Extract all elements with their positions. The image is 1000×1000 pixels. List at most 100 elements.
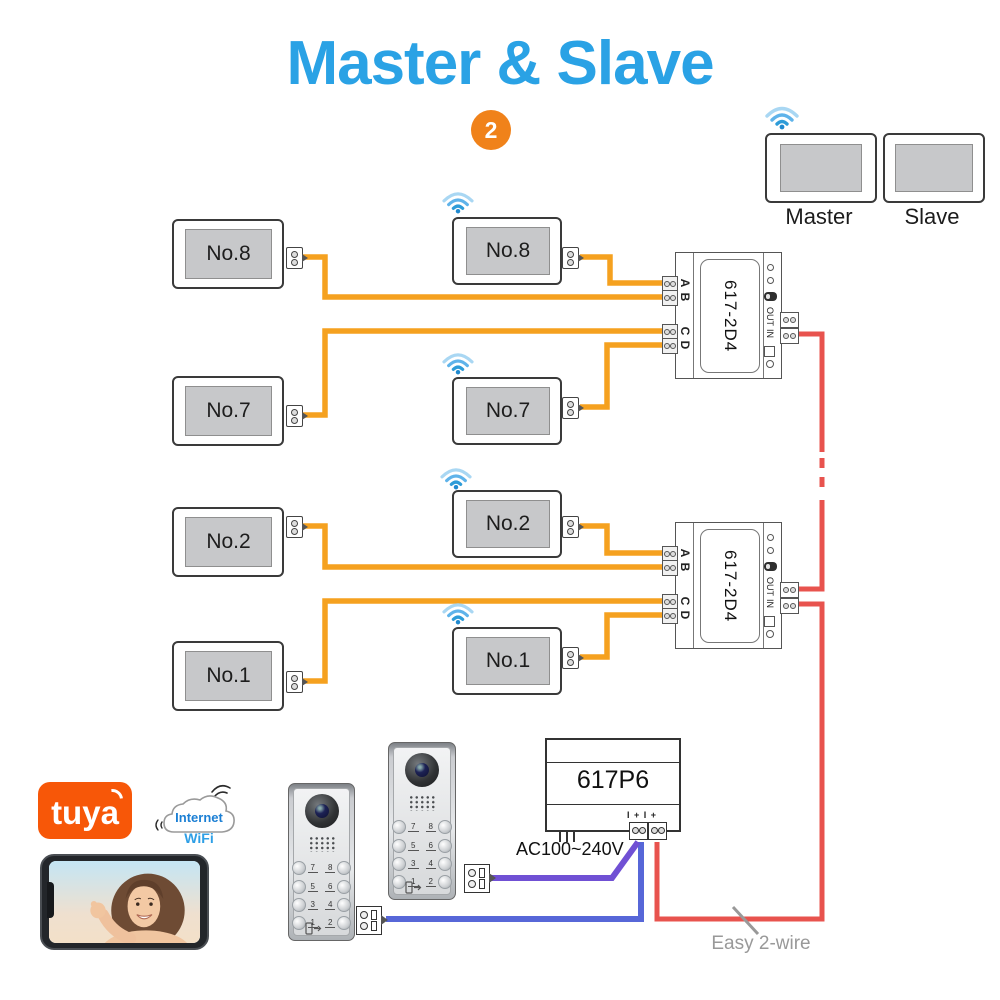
call-button: [438, 838, 452, 853]
call-button: [392, 874, 406, 889]
easy-2wire-note: Easy 2-wire: [711, 933, 811, 954]
wifi-monitor-no7: No.7: [452, 377, 562, 445]
dip-switch: [764, 562, 777, 571]
terminal-d: [662, 608, 678, 624]
cloud-shape: [163, 795, 235, 833]
master-monitor: [765, 133, 877, 203]
indicator-hole: [766, 360, 774, 368]
unit-number: 4: [325, 900, 336, 910]
out-terminal: [780, 582, 799, 598]
slave-monitor: [883, 133, 985, 203]
monitor-connector: [562, 397, 584, 419]
monitor-connector: [286, 516, 308, 538]
unit-number: 7: [307, 863, 318, 873]
internet-cloud: Internet WiFi: [150, 780, 242, 846]
model-text: 617-2D4: [721, 549, 740, 623]
speaker-grille: [308, 836, 335, 852]
connector-tail: [578, 523, 584, 531]
speaker-grille: [408, 795, 436, 811]
connector-tail: [489, 873, 496, 883]
monitor-screen-label: No.8: [466, 227, 550, 275]
psu-dc-terminal-2: [648, 822, 667, 840]
in-label: IN: [765, 599, 775, 608]
port-label-a: A: [678, 548, 692, 558]
in-terminal: [780, 598, 799, 614]
terminal-b: [662, 560, 678, 576]
page-title: Master & Slave: [286, 29, 714, 98]
port-label-d: D: [678, 340, 692, 350]
monitor-connector: [562, 247, 584, 269]
unit-number: 8: [325, 863, 336, 873]
wifi-label: WiFi: [184, 830, 214, 846]
monitor-screen-label: No.2: [466, 500, 550, 548]
divider: [763, 523, 764, 648]
indicator-hole: [767, 547, 774, 554]
wired-monitor-no2: No.2: [172, 507, 284, 577]
signal-waves-icon: [155, 819, 163, 831]
wifi-icon: [765, 106, 799, 130]
port-label-b: B: [678, 292, 692, 302]
door-exit-icon: [405, 881, 422, 894]
port-label-c: C: [678, 596, 692, 606]
call-button: [438, 874, 452, 889]
unit-number: 7: [408, 822, 419, 832]
unit-number: 5: [408, 841, 419, 851]
internet-label: Internet: [175, 810, 223, 825]
in-label: IN: [765, 329, 775, 338]
psu-dc-terminal-1: [629, 822, 648, 840]
monitor-screen-label: No.7: [466, 387, 550, 435]
unit-number: 3: [307, 900, 318, 910]
reset-button: [764, 616, 775, 627]
port-label-c: C: [678, 326, 692, 336]
indicator-hole: [767, 264, 774, 271]
terminal-b: [662, 290, 678, 306]
indicator-hole: [767, 534, 774, 541]
indicator-hole: [766, 630, 774, 638]
unit-number: 2: [325, 918, 336, 928]
indicator-hole: [767, 277, 774, 284]
wire-slash: [731, 905, 760, 936]
power-supply: 617P6: [545, 738, 681, 832]
in-terminal: [780, 328, 799, 344]
monitor-screen-label: No.1: [185, 651, 272, 701]
unit-number: 2: [425, 877, 436, 887]
tuya-logo: tuya: [38, 782, 132, 839]
unit-number: 1: [307, 918, 318, 928]
wifi-icon: [440, 468, 472, 490]
wifi-icon: [442, 353, 474, 375]
door-connector-1: [356, 906, 388, 935]
phone-notch: [47, 882, 54, 918]
unit-number: 6: [425, 841, 436, 851]
call-button: [337, 860, 351, 875]
cloud-icon: [155, 784, 235, 833]
blue-wire: [386, 842, 644, 922]
call-button: [438, 819, 452, 834]
monitor-connector: [562, 647, 584, 669]
divider: [547, 762, 679, 763]
call-button: [337, 915, 351, 930]
distributor-1: 617-2D4 A B C D OUT IN: [662, 252, 799, 379]
call-button: [292, 879, 306, 894]
call-button: [337, 879, 351, 894]
wifi-icon: [442, 603, 474, 625]
distributor-2: 617-2D4 A B C D OUT IN: [662, 522, 799, 649]
smartphone: [40, 854, 209, 950]
master-label: Master: [785, 204, 853, 229]
video-call-image: [49, 861, 200, 943]
unit-number: 3: [408, 859, 419, 869]
call-button: [292, 915, 306, 930]
wired-monitor-no7: No.7: [172, 376, 284, 446]
divider: [693, 523, 694, 648]
connector-tail: [302, 412, 308, 420]
wifi-monitor-no2: No.2: [452, 490, 562, 558]
port-label-d: D: [678, 610, 692, 620]
model-text: 617-2D4: [721, 279, 740, 353]
out-label: OUT: [765, 307, 775, 326]
wifi-monitor-no8: No.8: [452, 217, 562, 285]
psu-terminal-marks: I + I +: [627, 810, 658, 820]
out-terminal: [780, 312, 799, 328]
master-monitor-screen: [780, 144, 862, 192]
